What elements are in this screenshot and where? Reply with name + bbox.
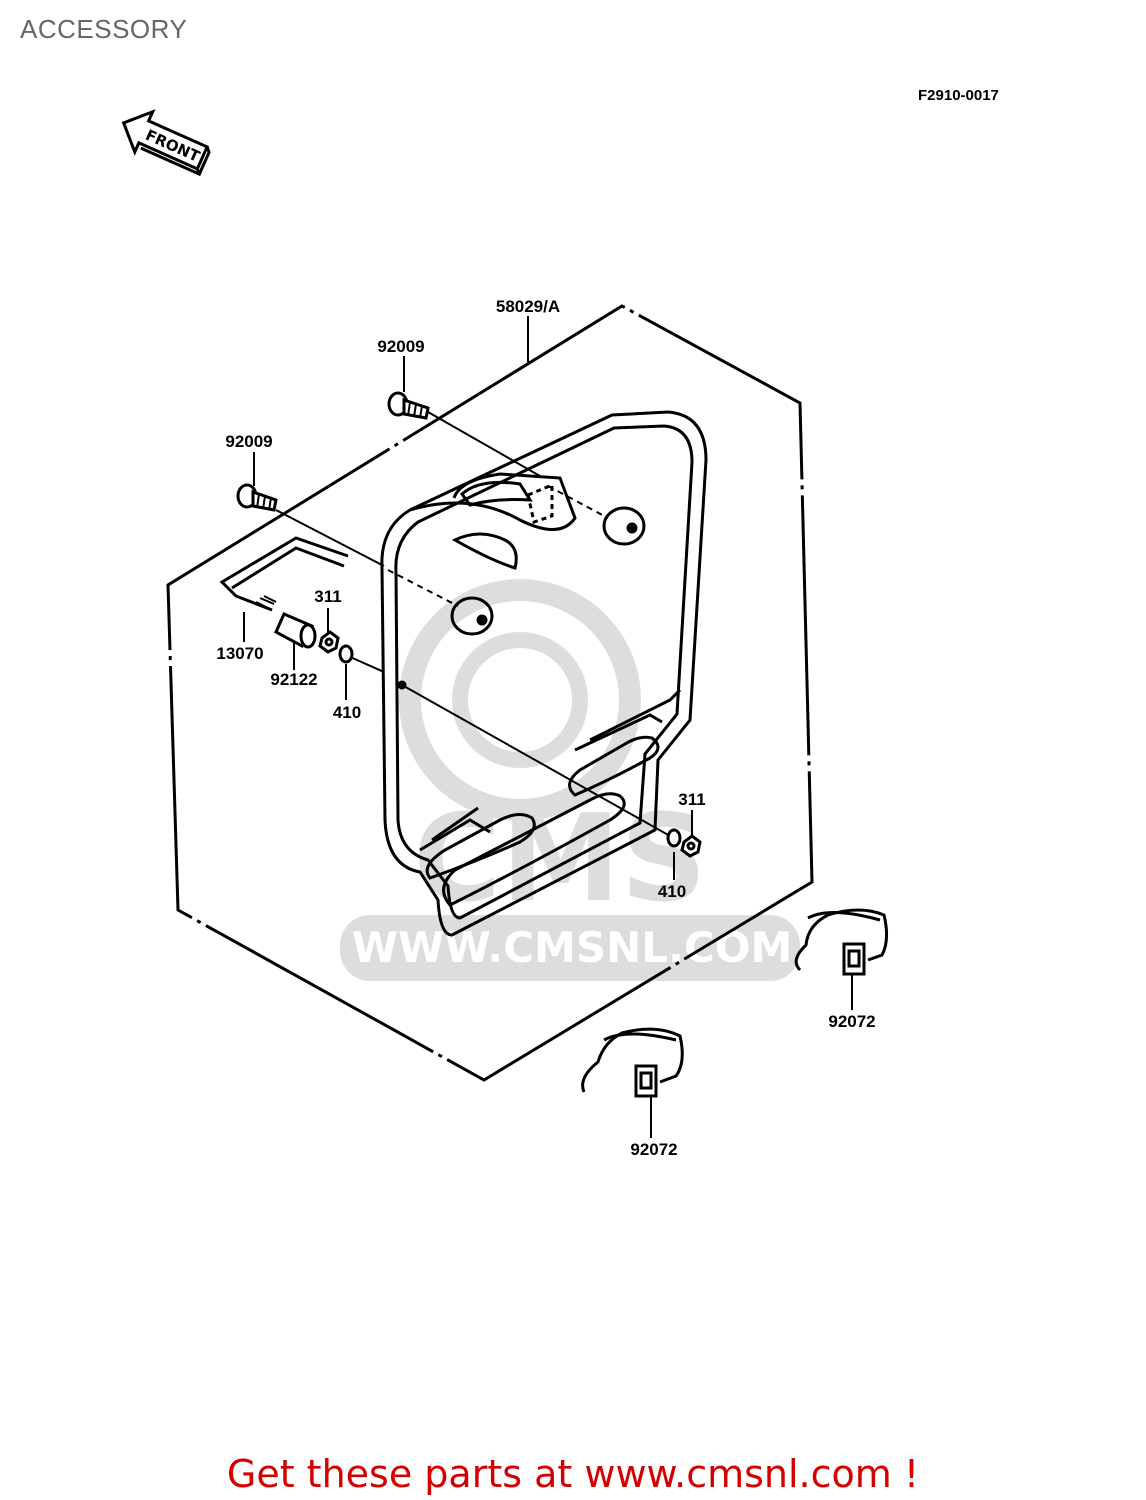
callout-washer-lower: 410 xyxy=(658,882,686,901)
washer-lower-icon xyxy=(666,828,682,848)
callout-bolt-left: 92009 xyxy=(225,432,272,451)
callout-band-lower: 92072 xyxy=(630,1140,677,1159)
callout-collar: 92122 xyxy=(270,670,317,689)
stay-icon xyxy=(219,536,349,612)
assembly-outline xyxy=(166,304,814,1082)
callout-washer-upper: 410 xyxy=(333,703,361,722)
callout-band-right: 92072 xyxy=(828,1012,875,1031)
watermark-logo: CMS WWW.CMSNL.COM xyxy=(340,579,800,981)
footer-link[interactable]: Get these parts at www.cmsnl.com ! xyxy=(226,1452,920,1496)
band-right-icon xyxy=(794,908,889,976)
callout-bolt-top: 92009 xyxy=(377,337,424,356)
callout-number-plate: 58029/A xyxy=(496,297,560,316)
ref-code: F2910-0017 xyxy=(918,87,999,104)
footer-promo: Get these parts at www.cmsnl.com ! xyxy=(0,1452,1146,1496)
callout-stay: 13070 xyxy=(216,644,263,663)
svg-text:CMS: CMS xyxy=(413,790,707,929)
assembly-lines xyxy=(243,316,853,1138)
band-lower-icon xyxy=(581,1027,684,1098)
watermark-text: WWW.CMSNL.COM xyxy=(352,923,793,972)
nut-upper-icon xyxy=(318,630,340,654)
front-arrow-icon: FRONT xyxy=(121,109,211,177)
number-plate xyxy=(380,410,708,937)
nut-lower-icon xyxy=(680,834,702,858)
bolt-left-icon xyxy=(236,483,278,512)
washer-upper-icon xyxy=(338,644,354,664)
callout-nut-upper: 311 xyxy=(314,587,341,606)
page-title: ACCESSORY xyxy=(20,14,188,44)
collar-icon xyxy=(274,612,317,649)
bolt-top-icon xyxy=(387,391,430,420)
callout-nut-lower: 311 xyxy=(678,790,705,809)
